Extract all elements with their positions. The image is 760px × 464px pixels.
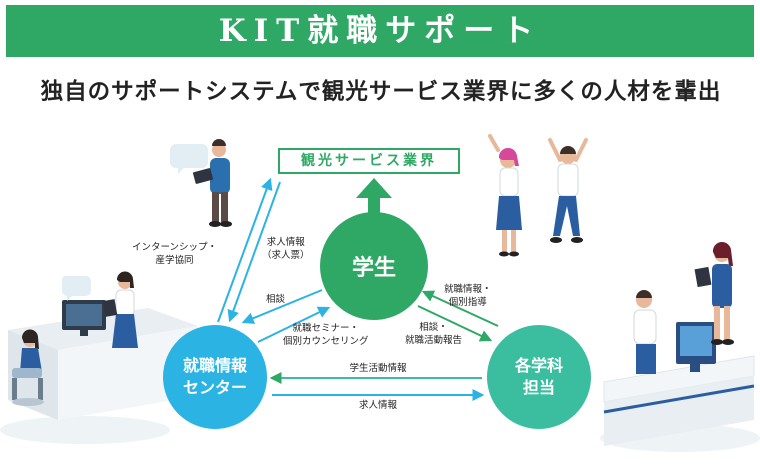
node-dept-line2: 担当 — [522, 378, 555, 397]
node-career-center: 就職情報 センター — [163, 325, 267, 429]
label-job-info: 求人情報 （求人票） — [262, 237, 310, 263]
node-center-line2: センター — [182, 378, 247, 397]
label-guidance-line1: 就職情報・ — [444, 284, 492, 295]
label-internship: インターンシップ・ 産学協同 — [132, 242, 217, 268]
arrow-student-to-dept — [417, 305, 493, 342]
node-student: 学生 — [320, 212, 428, 320]
node-dept-line1: 各学科 — [514, 356, 563, 376]
label-guidance-line2: 個別指導 — [448, 296, 487, 308]
arrow-dept-to-student — [421, 290, 499, 327]
floor-shadow-left — [0, 416, 170, 444]
label-guidance: 就職情報・ 個別指導 — [444, 284, 492, 310]
label-internship-line2: 産学協同 — [155, 254, 194, 266]
title-banner: KIT就職サポート — [6, 5, 754, 57]
celebrating-people-illustration — [488, 134, 588, 257]
headline: 独自のサポートシステムで観光サービス業界に多くの人材を輩出 — [40, 79, 722, 105]
node-student-label: 学生 — [351, 256, 396, 281]
target-industry-box: 観光サービス業界 — [278, 148, 460, 174]
page-title: KIT就職サポート — [218, 13, 542, 49]
label-internship-line1: インターンシップ・ — [132, 242, 218, 253]
label-job-info-line2: （求人票） — [262, 249, 310, 261]
label-job-info-line1: 求人情報 — [266, 237, 305, 248]
arrow-industry-to-center — [227, 181, 281, 323]
label-job-info-bottom: 求人情報 — [358, 400, 397, 411]
label-activity-info: 学生活動情報 — [349, 363, 407, 374]
label-seminar: 就職セミナー・ 個別カウンセリング — [283, 323, 369, 349]
node-center-line1: 就職情報 — [182, 356, 247, 376]
label-seminar-line2: 個別カウンセリング — [283, 335, 369, 347]
office-desk-right-illustration — [603, 241, 755, 446]
label-report-line2: 就職活動報告 — [405, 334, 463, 346]
label-seminar-line1: 就職セミナー・ — [292, 323, 360, 334]
node-department: 各学科 担当 — [487, 325, 591, 429]
label-report-line1: 相談・ — [419, 322, 448, 333]
office-desk-left-illustration — [8, 271, 198, 420]
label-report: 相談・ 就職活動報告 — [405, 322, 462, 348]
person-tablet-illustration — [170, 139, 232, 227]
arrow-center-to-student — [257, 306, 331, 343]
arrow-center-to-industry — [217, 177, 273, 323]
label-consult: 相談 — [266, 294, 286, 305]
arrow-student-to-center — [241, 289, 323, 324]
